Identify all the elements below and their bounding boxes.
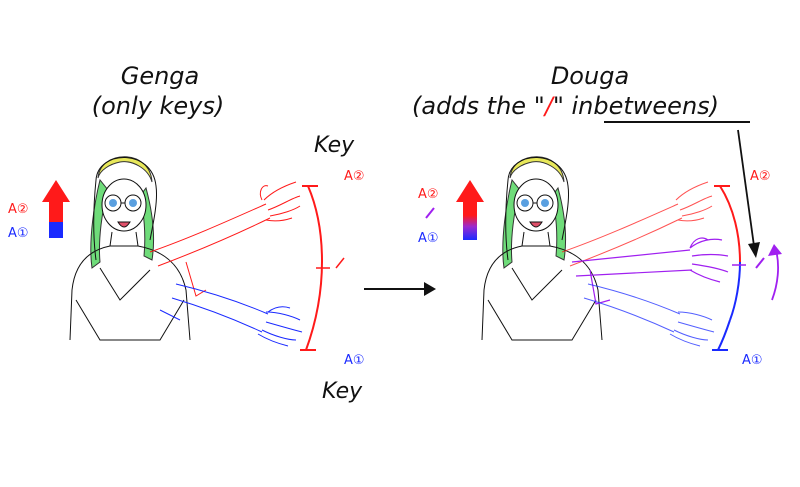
genga-a2-label: A②: [344, 169, 365, 184]
douga-title-line1: Douga: [551, 62, 629, 90]
douga-title-prefix: (adds the ": [412, 92, 545, 120]
genga-arm-a1: [159, 283, 303, 347]
genga-key-top: Key: [314, 133, 355, 158]
genga-a1-label: A①: [344, 353, 365, 368]
genga-arc: [300, 185, 345, 351]
douga-title-mark: /: [543, 92, 556, 120]
douga-panel: Douga (adds the "/" inbetweens) A② A①: [412, 62, 782, 368]
douga-arm-a2: [561, 181, 713, 267]
douga-title-mid: ": [553, 92, 572, 120]
douga-legend: A② A①: [418, 180, 484, 246]
douga-character: [481, 156, 603, 341]
douga-arm-inbetween: [571, 237, 729, 305]
genga-legend: A② A①: [8, 180, 70, 241]
douga-title-suffix: ): [708, 92, 719, 120]
douga-title-line2: (adds the "/" inbetweens): [412, 92, 719, 120]
genga-legend-a2: A②: [8, 202, 29, 217]
douga-up-arrow-head: [456, 180, 484, 202]
genga-key-bottom: Key: [322, 379, 363, 404]
douga-a2-label: A②: [750, 169, 771, 184]
genga-up-arrow-head: [42, 180, 70, 202]
genga-character: [69, 156, 191, 341]
douga-a1-label: A①: [742, 353, 763, 368]
douga-up-arrow-shaft: [463, 202, 477, 240]
genga-legend-a1: A①: [8, 226, 29, 241]
douga-pointer-arrow: [737, 129, 760, 258]
genga-title-line2: (only keys): [92, 92, 225, 120]
douga-arm-a1: [583, 283, 715, 347]
douga-arc: [712, 185, 782, 351]
genga-title-line1: Genga: [121, 62, 200, 90]
douga-legend-a1: A①: [418, 231, 439, 246]
genga-panel: Genga (only keys) A② A①: [8, 62, 365, 404]
genga-up-arrow-shaft: [49, 202, 63, 238]
douga-legend-inbetween-mark: [425, 207, 435, 219]
genga-arm-a2: [149, 181, 301, 297]
transition-arrow: [364, 282, 436, 296]
douga-title-underlined: inbetweens: [572, 92, 710, 120]
douga-legend-a2: A②: [418, 187, 439, 202]
